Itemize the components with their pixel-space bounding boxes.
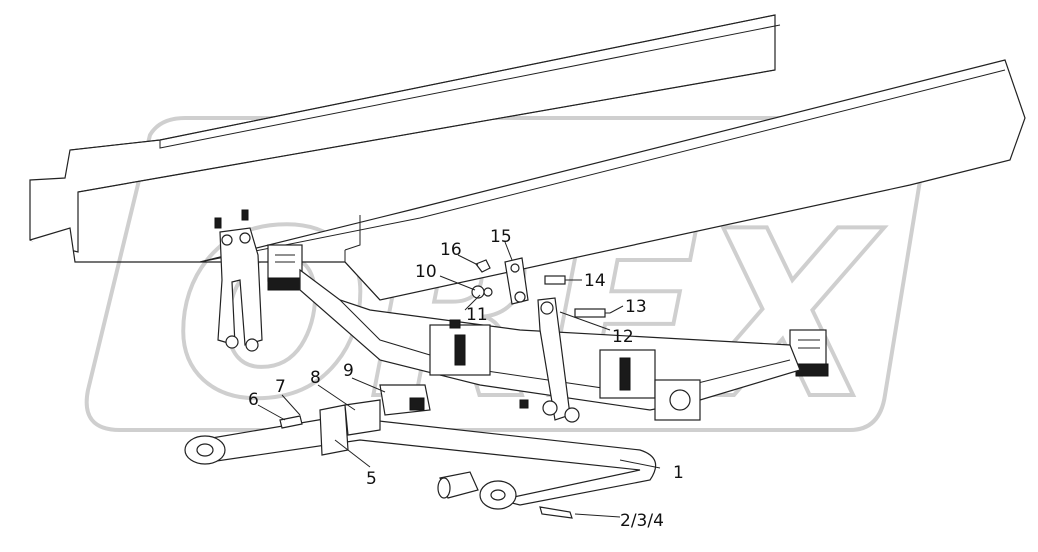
callout-6: 6 — [248, 390, 259, 410]
callout-2-3-4: 2/3/4 — [620, 511, 664, 531]
leader-lines — [257, 241, 661, 518]
center-shackle — [537, 297, 580, 423]
left-bump-stop — [267, 244, 303, 291]
callout-1: 1 — [673, 463, 684, 483]
callout-5: 5 — [366, 469, 377, 489]
callout-10: 10 — [415, 262, 437, 282]
callout-9: 9 — [343, 361, 354, 381]
right-bump-stop — [789, 329, 829, 377]
callout-13: 13 — [625, 297, 647, 317]
callout-16: 16 — [440, 240, 462, 260]
callout-7: 7 — [275, 377, 286, 397]
callout-8: 8 — [310, 368, 321, 388]
callout-14: 14 — [584, 271, 606, 291]
small-hardware — [471, 257, 610, 318]
left-shackle-assembly — [214, 209, 263, 352]
callout-labels: 1 2/3/4 5 6 7 8 9 10 11 12 13 14 15 16 — [248, 227, 684, 531]
callout-15: 15 — [490, 227, 512, 247]
callout-11: 11 — [466, 305, 488, 325]
callout-12: 12 — [612, 327, 634, 347]
stabilizer-bar — [184, 415, 657, 519]
